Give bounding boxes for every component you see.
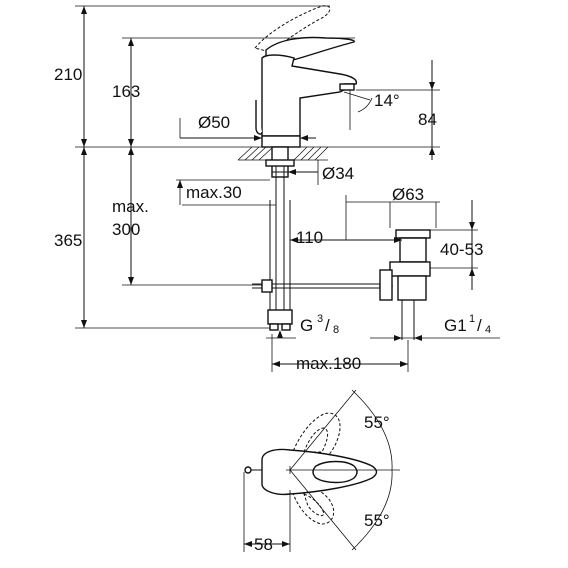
drain-assembly [379,229,431,340]
dim-d50: Ø50 [198,113,230,132]
dimension-inlet-thread: G 3 / 8 [266,313,339,339]
dim-max30: max.30 [186,183,242,202]
dim-14deg: 14° [374,91,400,110]
dimension-drain-offset: 110 [290,195,402,247]
dim-40-53: 40-53 [440,240,483,259]
dim-max180: max.180 [296,354,361,373]
dim-g1-slash: / [477,316,482,335]
dimension-drain-adjust: 40-53 [430,200,483,290]
dimension-drain-thread: G1 1 / 4 [370,313,500,341]
dim-163: 163 [112,82,140,101]
dimension-left-outer: 210 365 [54,6,87,328]
dim-g-den: 8 [333,324,339,336]
dim-g-main: G [300,316,313,335]
dim-55deg-bottom: 55° [364,511,390,530]
dim-110: 110 [296,228,323,247]
dimension-spout-clearance: 84 [356,60,440,160]
dimension-counter-thickness: max.30 [176,179,276,206]
dimension-left-inner: 163 max. 300 [112,38,149,285]
dim-300: 300 [112,220,140,239]
dim-84: 84 [418,110,437,129]
dim-58: 58 [254,535,273,554]
reference-lines [75,5,440,329]
dim-365: 365 [54,231,82,250]
dim-g-slash: / [325,316,330,335]
dimension-base-diameter: Ø50 [179,113,316,141]
faucet-top-view [244,389,400,551]
dim-d63: Ø63 [392,185,424,204]
dim-g1-num: 1 [469,313,475,325]
counter-hatching [237,146,329,161]
dimension-drain-diameter: Ø63 [346,185,440,228]
dimension-max-width: max.180 [271,334,409,373]
dim-g1-den: 4 [485,324,491,336]
dim-max-label: max. [112,197,149,216]
dim-210: 210 [54,65,82,84]
dimension-spout-angle: 14° [343,90,400,130]
dimension-hole-diameter: Ø34 [272,160,354,185]
dim-g-num: 3 [317,313,323,325]
faucet-side-view [252,5,386,331]
dim-d34: Ø34 [322,164,354,183]
dim-55deg-top: 55° [364,413,390,432]
dimension-lever-length: 58 [243,472,291,554]
dim-g1-main: G1 [444,316,467,335]
